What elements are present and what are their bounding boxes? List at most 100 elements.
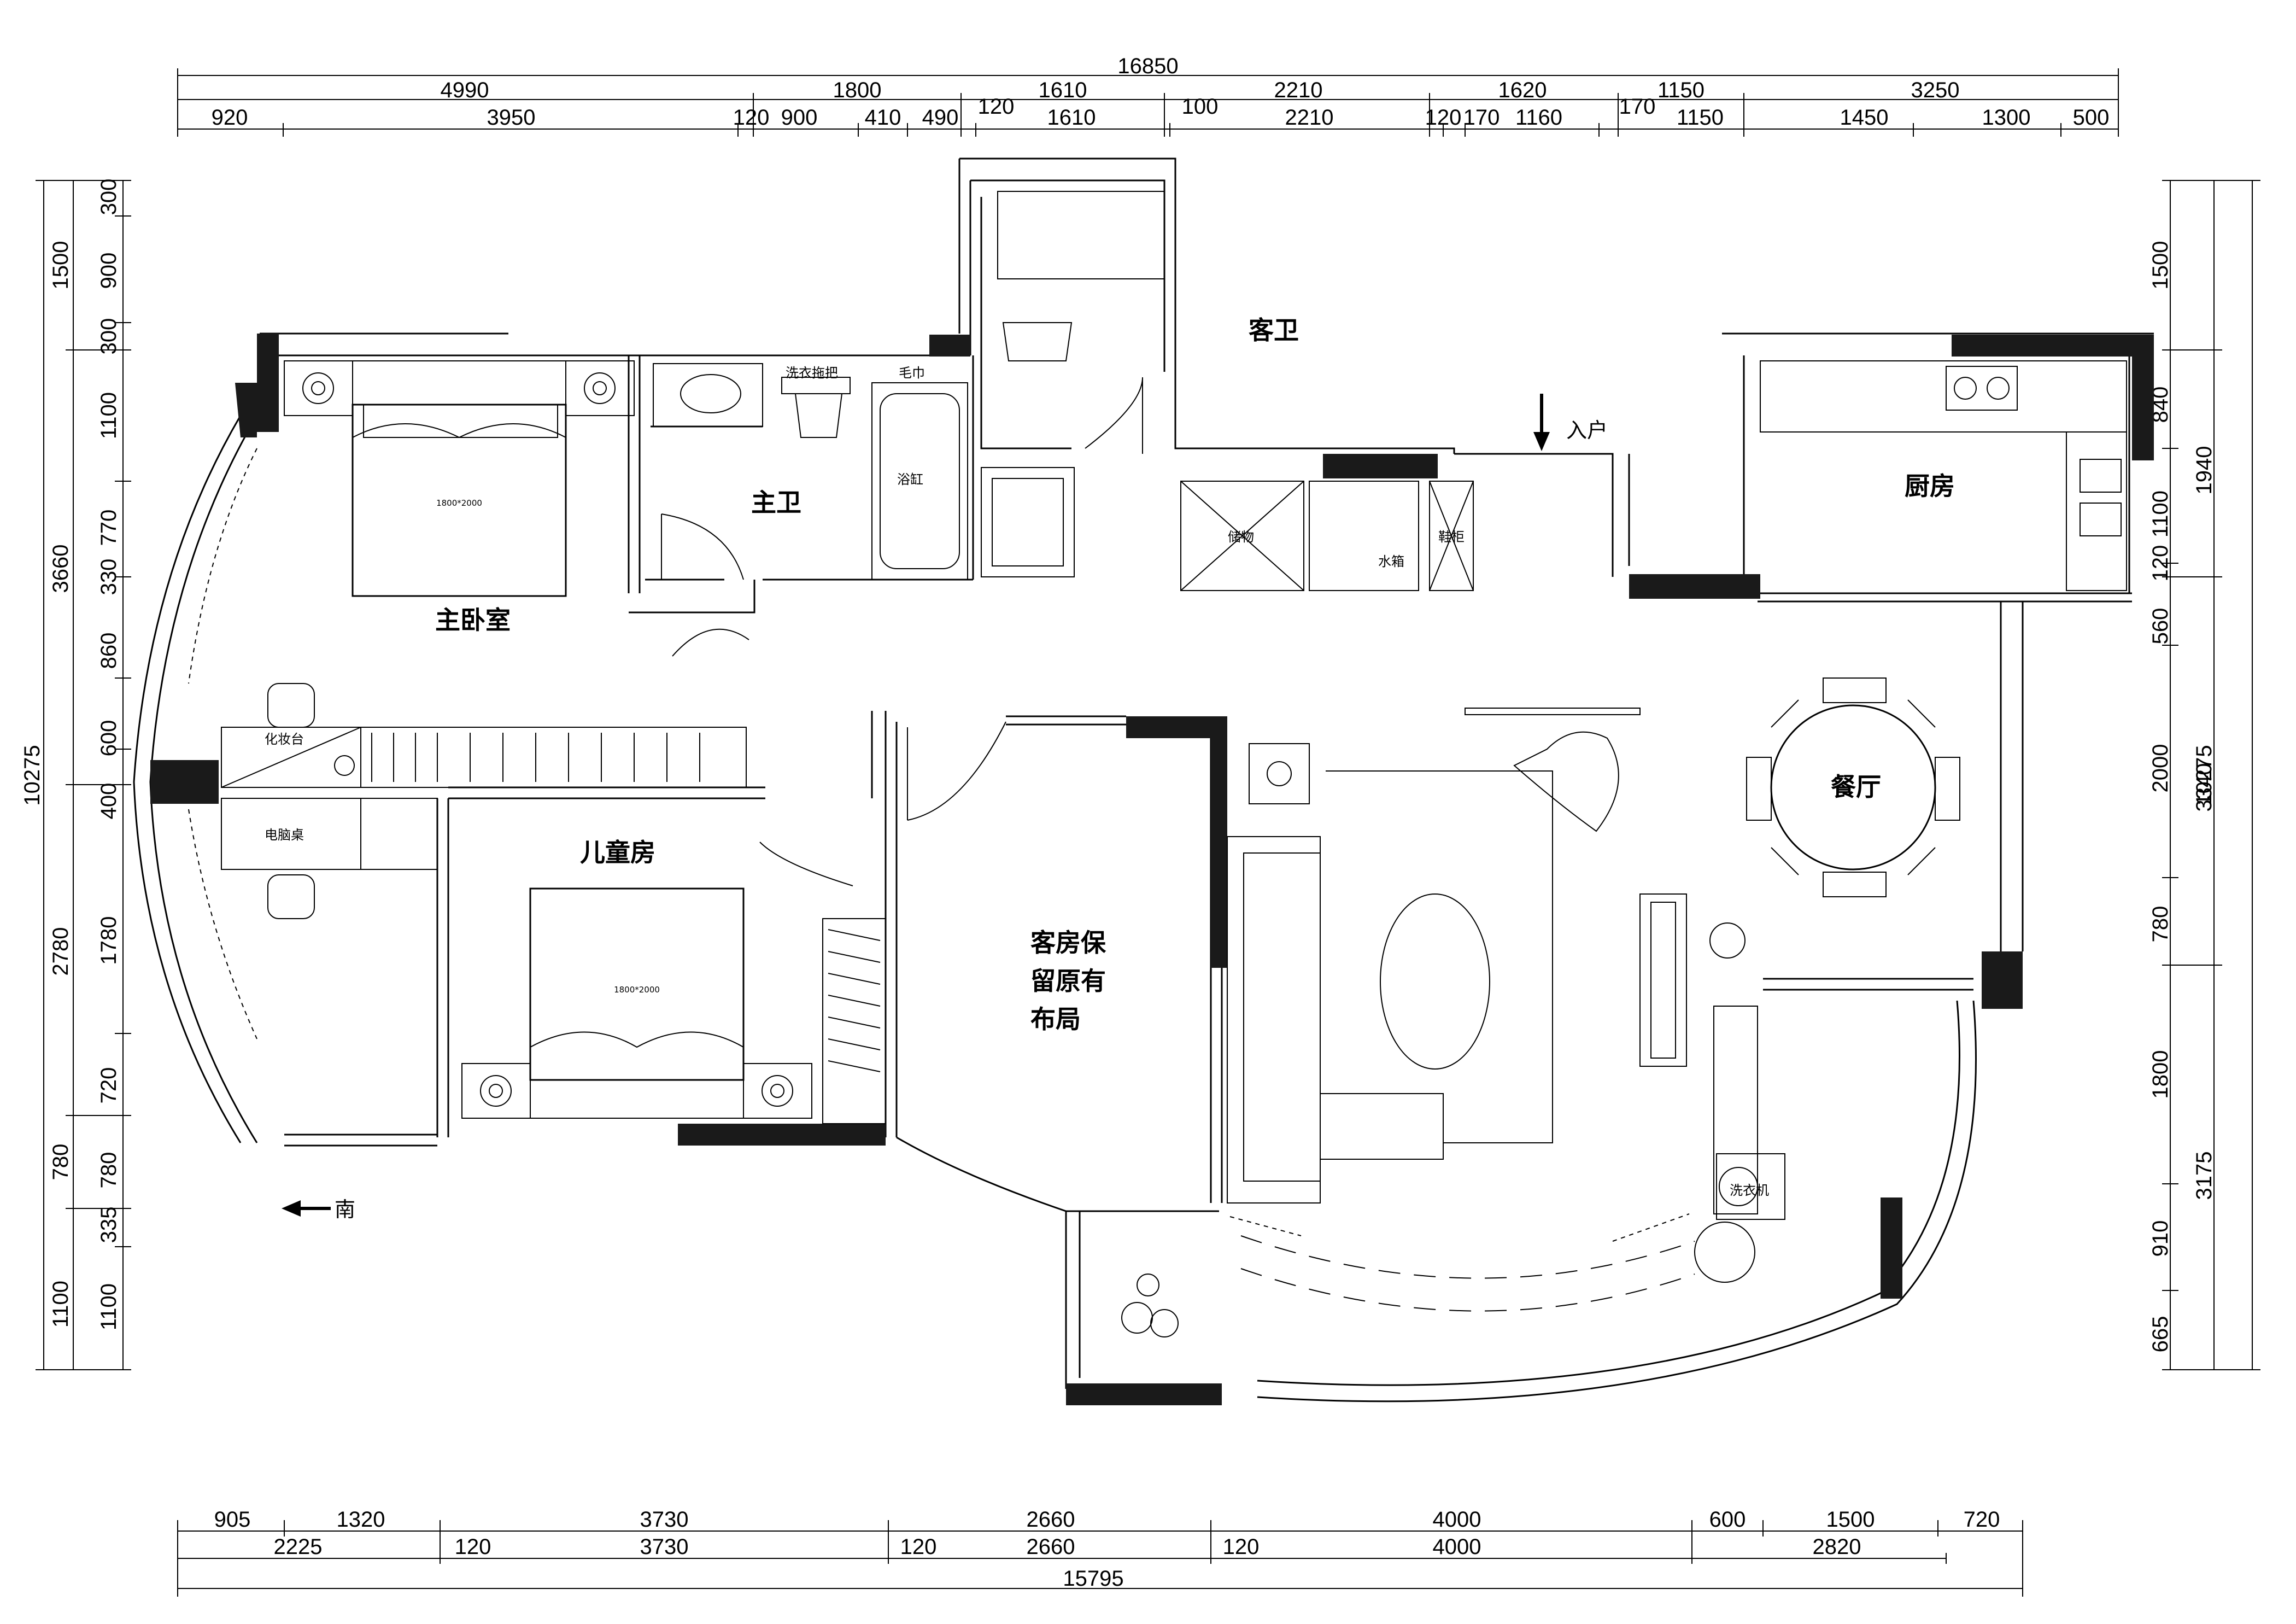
room-guest-room-l3: 布局 [1030,1004,1081,1034]
dim-bot-1-3: 2660 [1027,1508,1075,1532]
dim-right-in-2: 120 [2148,545,2172,582]
dim-left-out-2: 2780 [49,927,73,976]
dim-top-1-6: 3250 [1911,78,1960,102]
dim-bot-1-4: 4000 [1433,1508,1481,1532]
dim-left-in-1: 900 [97,253,121,289]
dim-left-in-11: 780 [97,1152,121,1189]
room-guest-bath: 客卫 [1249,316,1299,345]
dim-bot-2-5: 120 [1223,1535,1260,1559]
dim-left-in-12: 335 [97,1207,121,1243]
label-bathtub: 浴缸 [897,472,923,487]
storage-cabinet [1180,481,1304,591]
south-arrow-icon [282,1200,331,1217]
label-bed-size-2: 1800*2000 [614,985,660,995]
dim-top-2-12: 1160 [1515,106,1562,130]
dim-left-total: 10275 [20,745,44,805]
dim-left-in-7: 600 [97,720,121,757]
doors [661,377,1143,886]
dim-left-out-4: 1100 [49,1281,73,1328]
dim-top-2-15: 1450 [1840,106,1889,130]
room-kids: 儿童房 [580,838,655,867]
dim-right-out-1: 1940 [2192,446,2216,495]
dim-bot-2-0: 2225 [274,1535,323,1559]
bathtub [871,382,968,580]
dim-top-2-6: 120 [978,95,1015,119]
label-water-box: 水箱 [1378,554,1404,569]
room-guest-room-l2: 留原有 [1030,966,1106,996]
furniture [221,191,2127,1337]
entrance-arrow-icon [1533,394,1550,451]
room-master-bedroom: 主卧室 [435,605,511,635]
dim-bot-2-6: 4000 [1433,1535,1481,1559]
label-south: 南 [335,1197,355,1222]
dim-bot-1-2: 3730 [640,1508,689,1532]
dim-top-2-5: 490 [922,106,959,130]
dim-left-in-13: 1100 [97,1283,121,1330]
label-towel: 毛巾 [899,365,925,381]
dim-top-1-5: 1150 [1657,78,1705,102]
walls [133,157,2154,1403]
top-dimensions: 16850 4990 1800 1610 2210 1620 1150 3250… [177,54,2119,137]
dim-top-2-13: 170 [1619,95,1656,119]
dim-top-2-3: 900 [781,106,818,130]
dim-right-out-0: 1500 [2148,241,2172,290]
dim-bot-total: 15795 [1063,1567,1123,1591]
label-entrance: 入户 [1566,418,1608,442]
dim-top-2-2: 120 [733,106,770,130]
dim-top-1-1: 1800 [833,78,882,102]
dim-top-2-16: 1300 [1982,106,2031,130]
dim-top-1-3: 2210 [1274,78,1323,102]
dim-top-1-4: 1620 [1498,78,1547,102]
dim-bot-2-2: 3730 [640,1535,689,1559]
dim-left-out-0: 1500 [49,241,73,290]
dim-right-out-3: 3175 [2192,1152,2216,1200]
dim-top-2-9: 2210 [1285,106,1334,130]
dim-bot-2-7: 2820 [1813,1535,1861,1559]
label-vanity: 化妆台 [265,732,304,747]
dim-right-in-1: 1100 [2148,490,2172,538]
room-master-bath: 主卫 [751,488,801,517]
label-computer-desk: 电脑桌 [265,827,304,843]
right-dimensions: 10275 1500 1940 3340 3175 840 1100 120 5… [2148,180,2260,1370]
dim-bot-2-1: 120 [455,1535,491,1559]
dim-bot-1-6: 1500 [1826,1508,1875,1532]
dim-right-out-2: 3340 [2192,763,2216,812]
dim-left-in-10: 720 [97,1067,121,1104]
dim-top-2-11: 170 [1463,106,1500,130]
room-dining: 餐厅 [1831,772,1881,802]
label-shoe: 鞋柜 [1438,529,1465,545]
dim-right-total: 10275 [2192,745,2216,805]
dim-bot-2-3: 120 [900,1535,937,1559]
dim-left-in-8: 400 [97,783,121,820]
left-dimensions: 10275 1500 3660 2780 780 1100 300 900 30… [20,179,131,1370]
kitchen-counter [1760,360,2127,433]
dim-left-in-0: 300 [97,179,121,215]
basin-cabinet [653,363,763,427]
sofa [1227,836,1321,1204]
label-bed-size-1: 1800*2000 [436,498,482,508]
curtains [188,448,2001,1242]
label-wash-mop: 洗衣拖把 [786,365,838,381]
label-storage: 储物 [1228,529,1254,545]
label-washer: 洗衣机 [1730,1183,1769,1198]
dim-right-in-7: 910 [2148,1220,2172,1257]
dim-right-in-6: 1800 [2148,1050,2172,1099]
dim-bot-1-5: 600 [1709,1508,1746,1532]
washer [1716,1153,1785,1220]
dim-left-in-2: 300 [97,318,121,355]
dim-top-1-2: 1610 [1039,78,1087,102]
dim-top-total: 16850 [1117,54,1178,78]
dim-bot-1-7: 720 [1964,1508,2000,1532]
guest-basin [981,467,1075,577]
dim-bot-1-1: 1320 [337,1508,385,1532]
dim-bot-2-4: 2660 [1027,1535,1075,1559]
dim-top-2-8: 100 [1182,95,1219,119]
dim-top-2-1: 3950 [487,106,536,130]
bottom-dimensions: 905 1320 3730 2660 4000 600 1500 720 222… [177,1508,2023,1597]
tv-cabinet [1639,893,1687,1067]
dim-top-2-0: 920 [212,106,248,130]
dim-left-in-4: 770 [97,510,121,546]
fixture-labels: 入户 南 1800*2000 1800*2000 浴缸 洗衣拖把 毛巾 储物 水… [265,365,1769,1222]
dim-top-2-10: 120 [1425,106,1462,130]
